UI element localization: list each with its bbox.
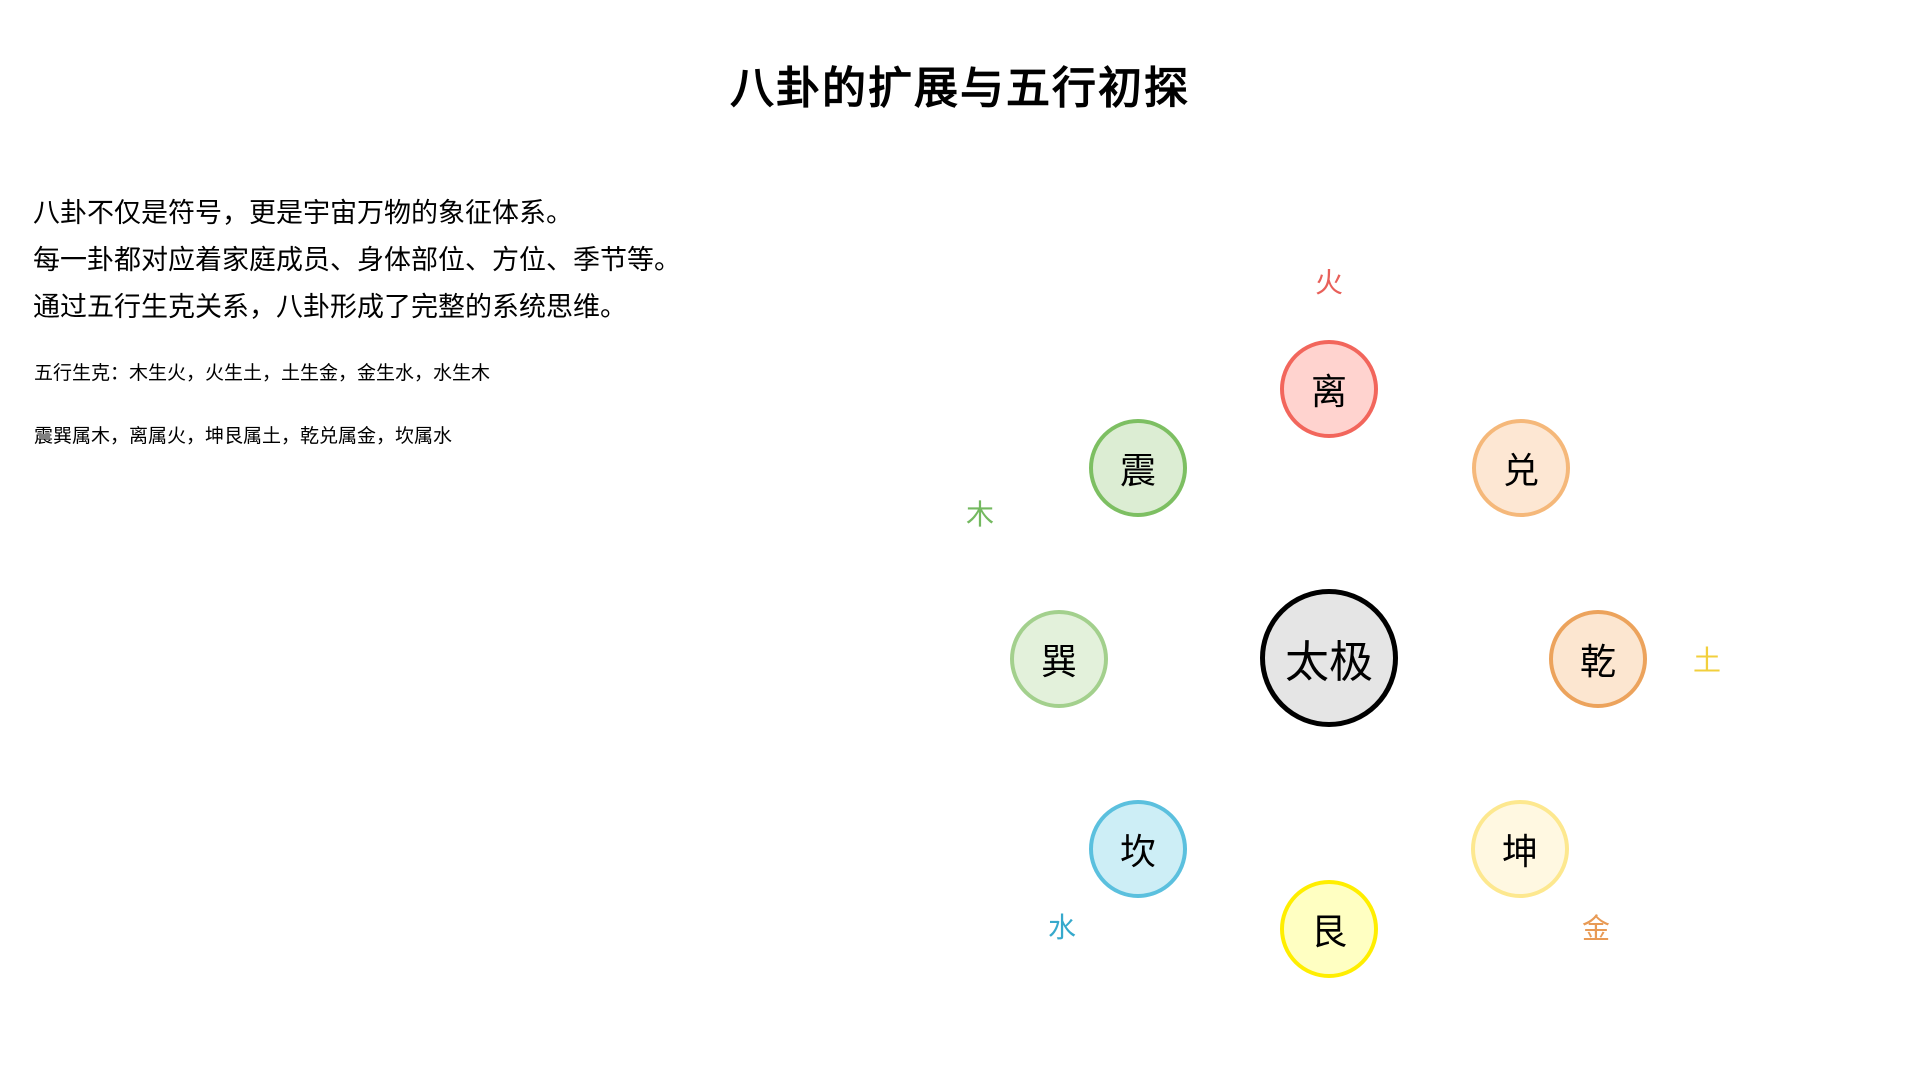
intro-line: 每一卦都对应着家庭成员、身体部位、方位、季节等。 <box>33 245 681 276</box>
element-label-metal: 金 <box>1581 912 1611 945</box>
trigram-element-note: 震巽属木，离属火，坤艮属土，乾兑属金，坎属水 <box>34 425 453 447</box>
trigram-kun: 坤 <box>1471 800 1569 898</box>
element-label-earth: 土 <box>1692 644 1722 677</box>
intro-text: 八卦不仅是符号，更是宇宙万物的象征体系。 每一卦都对应着家庭成员、身体部位、方位… <box>33 190 681 331</box>
trigram-gen: 艮 <box>1280 880 1378 978</box>
element-label-fire: 火 <box>1314 266 1344 299</box>
wuxing-generation-note: 五行生克：木生火，火生土，土生金，金生水，水生木 <box>34 362 491 384</box>
page-title: 八卦的扩展与五行初探 <box>730 63 1190 114</box>
trigram-qian: 乾 <box>1549 610 1647 708</box>
taiji-center: 太极 <box>1260 589 1398 727</box>
trigram-zhen: 震 <box>1089 419 1187 517</box>
trigram-li: 离 <box>1280 340 1378 438</box>
element-label-water: 水 <box>1047 911 1077 944</box>
intro-line: 八卦不仅是符号，更是宇宙万物的象征体系。 <box>33 198 573 229</box>
trigram-dui: 兑 <box>1472 419 1570 517</box>
element-label-wood: 木 <box>965 498 995 531</box>
trigram-kan: 坎 <box>1089 800 1187 898</box>
trigram-xun: 巽 <box>1010 610 1108 708</box>
intro-line: 通过五行生克关系，八卦形成了完整的系统思维。 <box>33 292 627 323</box>
